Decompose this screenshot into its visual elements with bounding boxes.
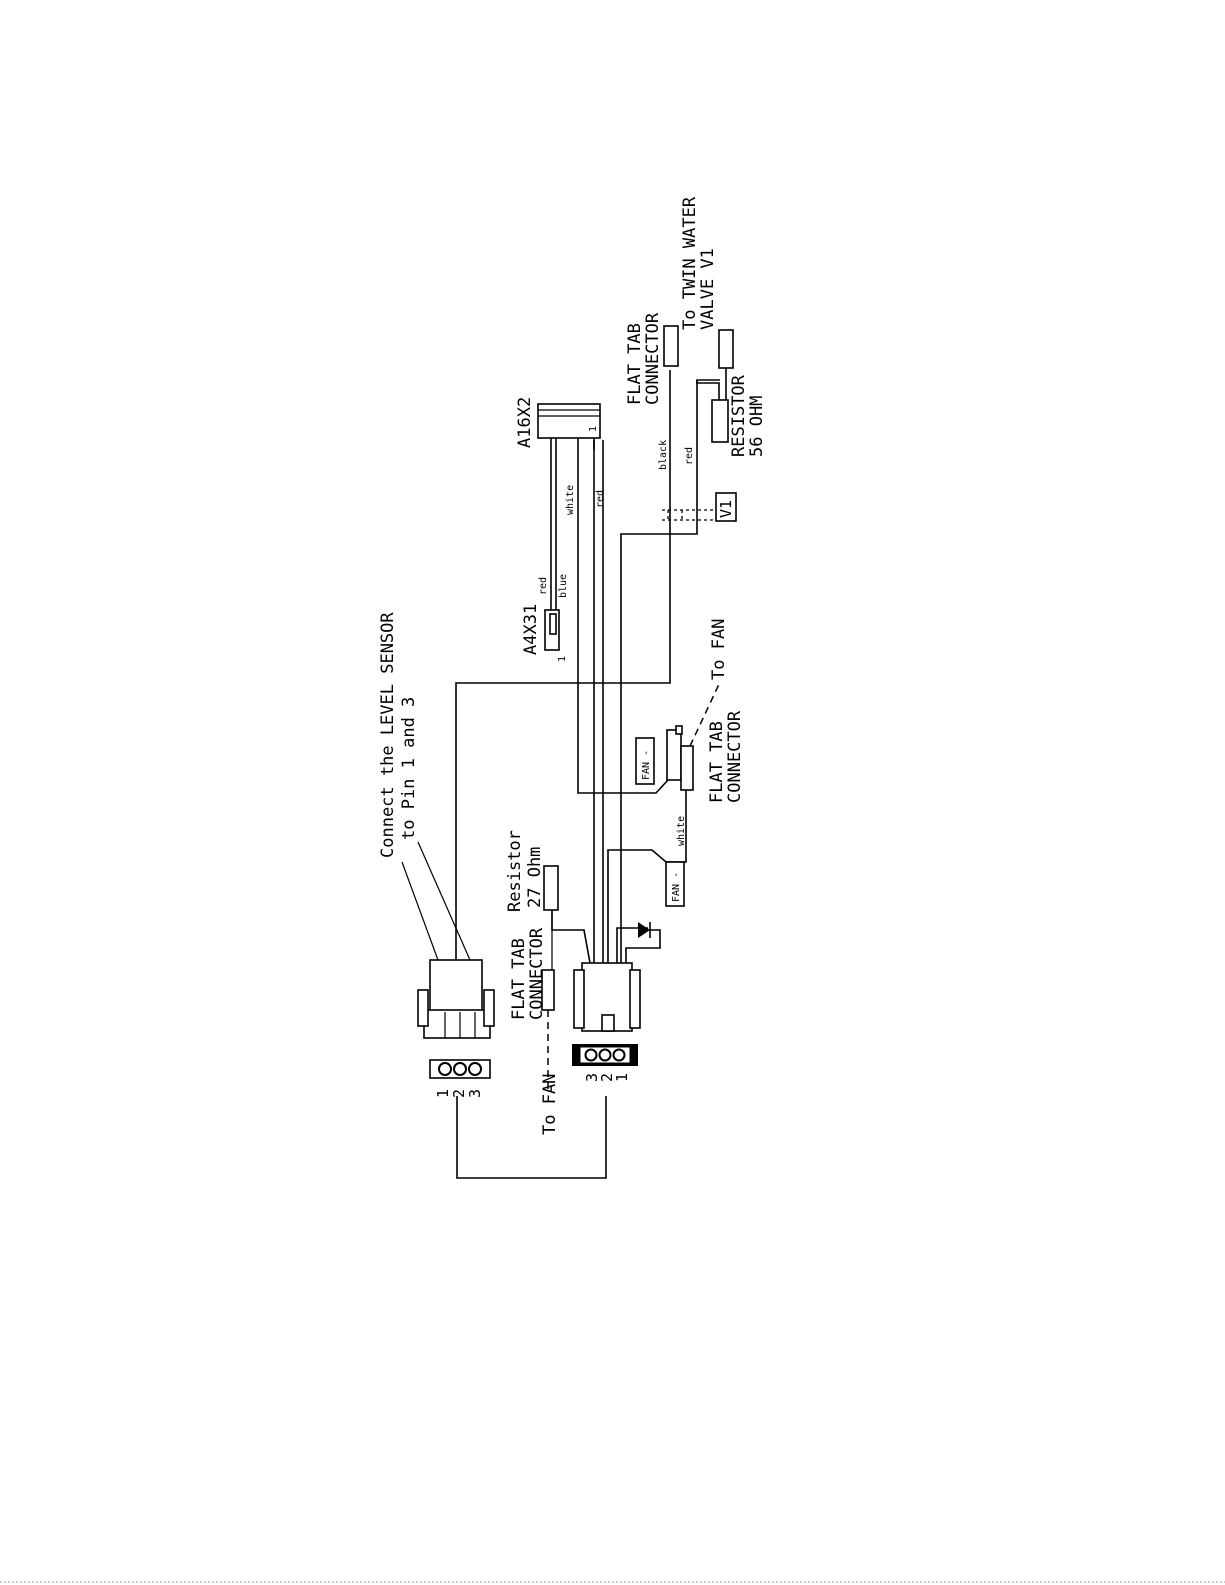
diode-icon xyxy=(617,922,660,963)
right-pin-1: 1 xyxy=(613,1073,631,1082)
fan-minus-top-label: FAN - xyxy=(641,750,652,780)
pin-jumper-wire xyxy=(457,1096,606,1178)
level-sensor-note-line2: to Pin 1 and 3 xyxy=(399,697,419,840)
resistor-56-ohm xyxy=(712,400,728,442)
flat-tab-left-label-line1: FLAT TAB xyxy=(509,938,529,1020)
flat-tab-connector-top xyxy=(664,326,678,366)
flat-tab-top-label-line1: FLAT TAB xyxy=(625,323,645,405)
a16x2-label: A16X2 xyxy=(515,397,535,448)
resistor-27-wire xyxy=(552,910,590,963)
wire-label-blue: blue xyxy=(558,574,569,598)
a16x2-pin-label: 1 xyxy=(588,426,599,432)
wire-label-white-fan: white xyxy=(676,816,687,846)
to-fan-left-label: To FAN xyxy=(540,1074,560,1135)
twin-valve-label-line2: VALVE V1 xyxy=(698,248,718,330)
wire-label-red2: red xyxy=(595,490,606,508)
resistor-27-label-line2: 27 Ohm xyxy=(525,847,545,908)
a4x31-label: A4X31 xyxy=(521,604,541,655)
flat-tab-fan-label-line1: FLAT TAB xyxy=(707,721,727,803)
v1-label: V1 xyxy=(717,500,735,518)
wire-label-red3: red xyxy=(684,447,695,465)
twin-valve-label-line1: To TWIN WATER xyxy=(680,196,700,330)
wire-label-red: red xyxy=(538,577,549,595)
flat-tab-fan-label-line2: CONNECTOR xyxy=(725,710,745,803)
level-sensor-note-line1: Connect the LEVEL SENSOR xyxy=(378,612,398,858)
level-sensor-leader-2 xyxy=(418,842,470,960)
resistor-56-label-line1: RESISTOR xyxy=(729,374,749,457)
a4x31-connector xyxy=(545,610,559,650)
wire-label-white: white xyxy=(565,485,576,515)
wire-label-black: black xyxy=(658,440,669,470)
fan-flat-tab-connector xyxy=(667,726,693,790)
flat-tab-top-label-line2: CONNECTOR xyxy=(643,312,663,405)
to-fan-right-label: To FAN xyxy=(709,619,729,680)
twin-valve-connector xyxy=(719,330,733,368)
left-connector-pin-face xyxy=(430,1060,490,1078)
resistor-27-label-line1: Resistor xyxy=(505,830,525,912)
resistor-27-ohm xyxy=(544,866,558,910)
right-connector-pin-face xyxy=(572,1044,638,1066)
resistor-56-label-line2: 56 OHM xyxy=(747,396,767,457)
a4x31-pin-label: 1 xyxy=(557,656,568,662)
right-connector xyxy=(574,963,640,1031)
level-sensor-leader-1 xyxy=(402,862,438,960)
flat-tab-connector-left xyxy=(542,970,554,1010)
left-pin-3: 3 xyxy=(466,1089,484,1098)
fan-minus-bottom-label: FAN - xyxy=(671,872,682,902)
level-sensor-wire xyxy=(456,370,670,960)
wire-red-to-resistor xyxy=(697,380,719,400)
left-connector xyxy=(418,960,494,1038)
